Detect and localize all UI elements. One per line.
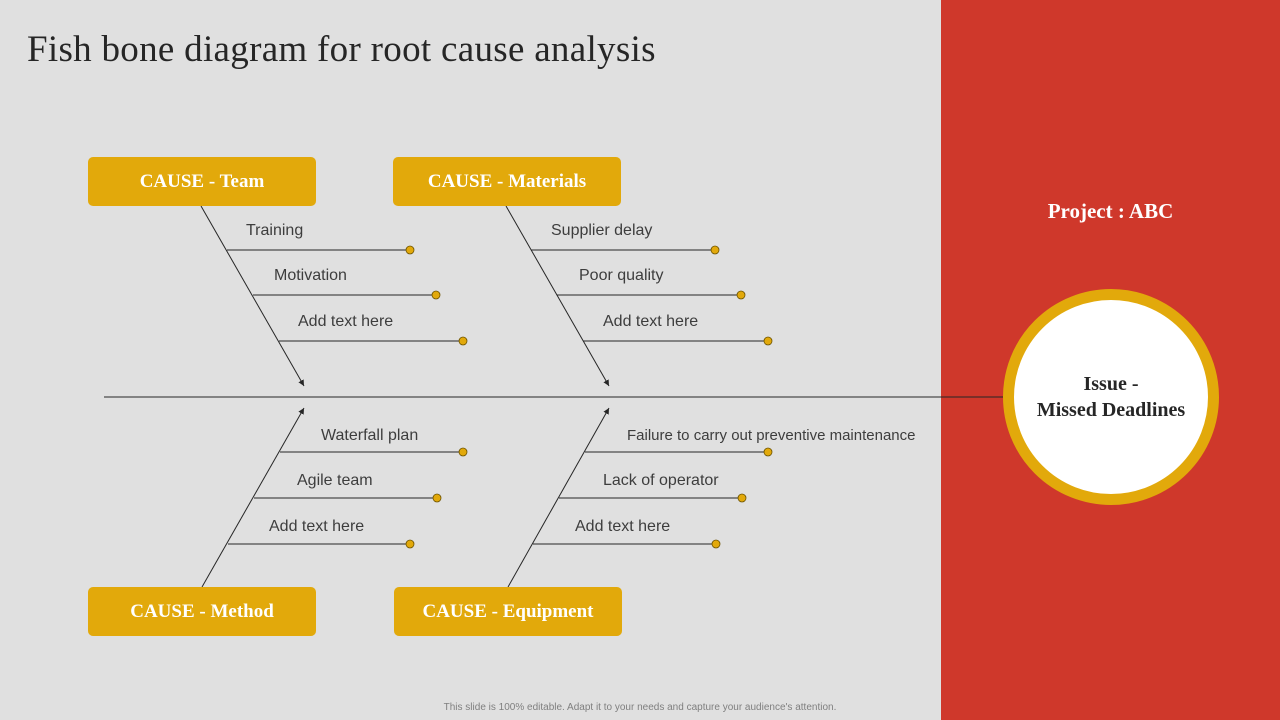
issue-line-1: Issue -: [1083, 373, 1139, 395]
equipment-branch-dot: [737, 493, 747, 503]
method-item-label: Waterfall plan: [321, 427, 419, 444]
footer-note: This slide is 100% editable. Adapt it to…: [443, 702, 837, 713]
materials-item-label: Add text here: [603, 313, 699, 330]
materials-branch-dot: [736, 290, 746, 300]
team-item-label: Add text here: [298, 313, 394, 330]
equipment-bone: [507, 407, 610, 588]
materials-branch-dot: [763, 336, 773, 346]
team-item-label: Training: [246, 222, 304, 239]
team-branch-dot: [405, 245, 415, 255]
materials-bone: [505, 205, 610, 387]
method-item-label: Add text here: [269, 518, 365, 535]
method-bone: [201, 407, 305, 588]
equipment-item-label: Failure to carry out preventive maintena…: [627, 427, 916, 444]
issue-line-2: Missed Deadlines: [1036, 399, 1186, 421]
method-branch-dot: [432, 493, 442, 503]
team-branch-dot: [458, 336, 468, 346]
equipment-branch-dot: [711, 539, 721, 549]
issue-circle: Issue - Missed Deadlines: [1003, 289, 1219, 505]
equipment-item-label: Lack of operator: [603, 472, 719, 489]
team-item-label: Motivation: [274, 267, 347, 284]
materials-branch-dot: [710, 245, 720, 255]
cause-team-box: CAUSE - Team: [88, 157, 316, 206]
cause-materials-box: CAUSE - Materials: [393, 157, 621, 206]
cause-method-box: CAUSE - Method: [88, 587, 316, 636]
materials-item-label: Supplier delay: [551, 222, 653, 239]
project-label: Project : ABC: [1047, 199, 1174, 223]
team-branch-dot: [431, 290, 441, 300]
equipment-branch-dot: [763, 447, 773, 457]
cause-equipment-box: CAUSE - Equipment: [394, 587, 622, 636]
method-item-label: Agile team: [297, 472, 373, 489]
materials-item-label: Poor quality: [579, 267, 664, 284]
method-branch-dot: [458, 447, 468, 457]
method-branch-dot: [405, 539, 415, 549]
slide-title: Fish bone diagram for root cause analysi…: [27, 29, 656, 70]
team-bone: [200, 205, 305, 387]
equipment-item-label: Add text here: [575, 518, 671, 535]
